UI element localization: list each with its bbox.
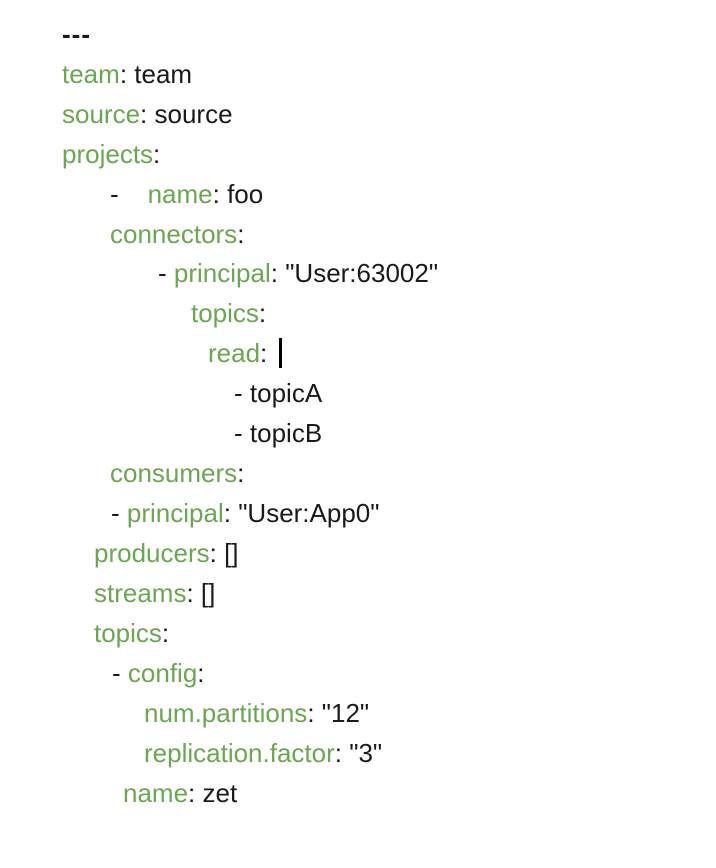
yaml-line[interactable]: replication.factor: "3" — [0, 733, 382, 773]
yaml-colon: : — [140, 99, 155, 129]
yaml-gap — [243, 378, 250, 408]
yaml-gap — [121, 658, 128, 688]
yaml-line[interactable]: name: zet — [0, 773, 237, 813]
yaml-colon: : — [209, 538, 225, 568]
yaml-value[interactable]: foo — [227, 179, 264, 209]
yaml-colon: : — [334, 738, 350, 768]
yaml-value[interactable]: topicB — [249, 418, 323, 448]
yaml-line[interactable]: streams: [] — [0, 573, 215, 613]
yaml-line[interactable]: - topicB — [0, 413, 322, 453]
yaml-line[interactable]: topics: — [0, 613, 169, 653]
yaml-colon: : — [223, 498, 239, 528]
yaml-key[interactable]: projects — [62, 139, 154, 169]
yaml-line[interactable]: - topicA — [0, 373, 322, 413]
yaml-gap — [167, 258, 174, 288]
yaml-key[interactable]: replication.factor — [144, 738, 335, 768]
yaml-line[interactable]: producers: [] — [0, 533, 239, 573]
yaml-value[interactable]: zet — [202, 778, 238, 808]
yaml-line[interactable]: read: — [0, 333, 282, 373]
yaml-key[interactable]: consumers — [110, 458, 238, 488]
yaml-key[interactable]: name — [123, 778, 189, 808]
yaml-gap — [119, 179, 148, 209]
yaml-key[interactable]: name — [147, 179, 213, 209]
yaml-line[interactable]: - principal: "User:App0" — [0, 493, 380, 533]
yaml-key[interactable]: team — [62, 59, 120, 89]
yaml-line[interactable]: team: team — [0, 54, 192, 94]
yaml-colon: : — [270, 258, 286, 288]
yaml-sequence-dash: - — [111, 498, 120, 528]
yaml-line[interactable]: source: source — [0, 94, 233, 134]
yaml-sequence-dash: - — [234, 378, 243, 408]
yaml-colon: : — [119, 59, 135, 89]
yaml-line[interactable]: topics: — [0, 293, 266, 333]
yaml-line[interactable]: - name: foo — [0, 174, 263, 214]
yaml-key[interactable]: config — [127, 658, 198, 688]
yaml-gap — [120, 498, 127, 528]
yaml-value[interactable]: team — [134, 59, 193, 89]
yaml-colon: : — [237, 458, 245, 488]
yaml-colon: : — [161, 618, 170, 648]
yaml-value[interactable]: "3" — [349, 738, 383, 768]
yaml-key[interactable]: streams — [94, 578, 187, 608]
yaml-colon: : — [212, 179, 228, 209]
yaml-colon: : — [186, 578, 201, 608]
yaml-key[interactable]: num.partitions — [144, 698, 308, 728]
yaml-colon: : — [307, 698, 322, 728]
yaml-key[interactable]: topics — [94, 618, 162, 648]
yaml-value[interactable]: [] — [224, 538, 239, 568]
yaml-value[interactable]: topicA — [249, 378, 323, 408]
yaml-colon: : — [237, 219, 245, 249]
yaml-document-marker: --- — [62, 19, 91, 49]
yaml-line[interactable]: num.partitions: "12" — [0, 693, 369, 733]
yaml-line[interactable]: consumers: — [0, 453, 244, 493]
yaml-line[interactable]: - config: — [0, 653, 205, 693]
yaml-colon: : — [197, 658, 205, 688]
yaml-key[interactable]: principal — [126, 498, 224, 528]
yaml-colon: : — [188, 778, 203, 808]
yaml-value[interactable]: "User:App0" — [238, 498, 380, 528]
yaml-key[interactable]: producers — [94, 538, 210, 568]
yaml-value[interactable]: "12" — [321, 698, 370, 728]
yaml-line[interactable]: connectors: — [0, 214, 244, 254]
yaml-key[interactable]: topics — [191, 298, 259, 328]
yaml-key[interactable]: connectors — [110, 219, 238, 249]
yaml-sequence-dash: - — [158, 258, 167, 288]
yaml-value[interactable]: "User:63002" — [285, 258, 439, 288]
yaml-key[interactable]: principal — [173, 258, 271, 288]
yaml-sequence-dash: - — [110, 179, 119, 209]
yaml-line[interactable]: --- — [0, 14, 91, 54]
yaml-gap — [267, 338, 274, 368]
yaml-line[interactable]: - principal: "User:63002" — [0, 253, 438, 293]
text-cursor-caret — [278, 338, 282, 368]
yaml-gap — [243, 418, 250, 448]
yaml-value[interactable]: source — [154, 99, 233, 129]
yaml-key[interactable]: read — [208, 338, 261, 368]
yaml-colon: : — [258, 298, 267, 328]
yaml-value[interactable]: [] — [200, 578, 216, 608]
yaml-sequence-dash: - — [234, 418, 243, 448]
yaml-line[interactable]: projects: — [0, 134, 160, 174]
yaml-key[interactable]: source — [62, 99, 141, 129]
yaml-colon: : — [260, 338, 268, 368]
yaml-sequence-dash: - — [112, 658, 121, 688]
yaml-colon: : — [153, 139, 161, 169]
